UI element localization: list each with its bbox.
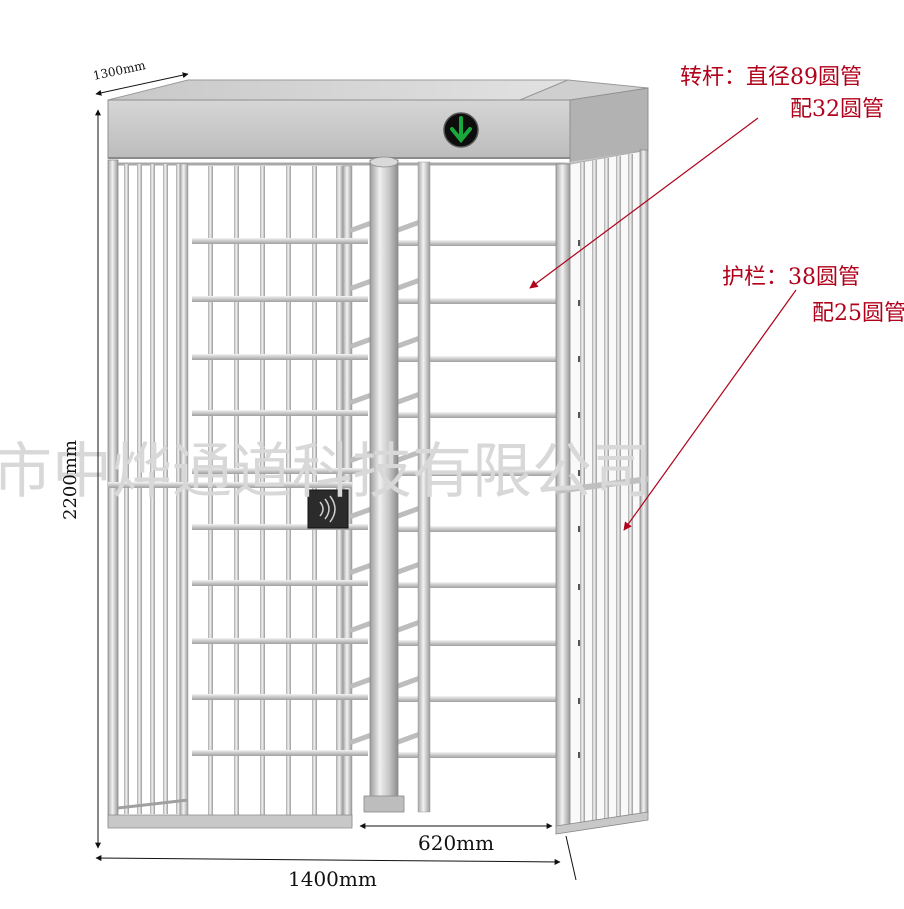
top-housing bbox=[107, 79, 649, 166]
left-outer-bars bbox=[124, 164, 181, 814]
left-base-brace bbox=[117, 798, 189, 810]
top-front-panel bbox=[107, 99, 571, 159]
top-lid bbox=[107, 79, 569, 101]
right-post-holes bbox=[578, 240, 580, 758]
right-fence bbox=[555, 149, 649, 835]
rotor-right-arms bbox=[394, 240, 556, 758]
dim-total-width-label: 1400mm bbox=[288, 867, 377, 891]
dim-gate-width-label: 620mm bbox=[418, 831, 494, 855]
rotor-left-arms bbox=[192, 238, 368, 756]
rotor-note-line2: 配32圆管 bbox=[790, 97, 884, 122]
green-down-arrow-icon bbox=[443, 112, 479, 148]
right-fence-bars bbox=[580, 154, 633, 824]
left-base-frame bbox=[107, 814, 353, 829]
right-base-frame bbox=[555, 811, 649, 835]
watermark-text: 市中烨通道科技有限公司 bbox=[0, 437, 652, 507]
dim-total-width-extension bbox=[565, 835, 577, 881]
card-reader-wave-icon bbox=[307, 489, 349, 529]
rotor-arms bbox=[192, 219, 556, 758]
rotor-base bbox=[363, 795, 405, 813]
fence-note-line2: 配25圆管 bbox=[812, 301, 904, 326]
rotor-core bbox=[363, 156, 431, 813]
dim-height-label: 2200mm bbox=[60, 440, 81, 520]
fence-note-arrow bbox=[623, 289, 797, 531]
dim-top-depth-label: 1300mm bbox=[92, 58, 148, 83]
dim-total-width-line bbox=[95, 855, 561, 865]
left-mid-rail bbox=[108, 482, 352, 488]
fence-note-line1: 护栏：38圆管 bbox=[722, 265, 860, 290]
annotation-fence: 护栏：38圆管 配25圆管 bbox=[623, 265, 904, 531]
annotation-rotor: 转杆：直径89圆管 配32圆管 bbox=[529, 65, 884, 289]
right-mid-rail bbox=[556, 476, 648, 494]
rotor-note-line1: 转杆：直径89圆管 bbox=[680, 65, 862, 90]
rotor-note-arrow bbox=[529, 117, 759, 289]
gate-right-post bbox=[417, 161, 431, 813]
dim-top-depth-line bbox=[95, 72, 189, 96]
dimension-lines: 1300mm 2200mm 620mm 1400mm bbox=[60, 58, 577, 891]
